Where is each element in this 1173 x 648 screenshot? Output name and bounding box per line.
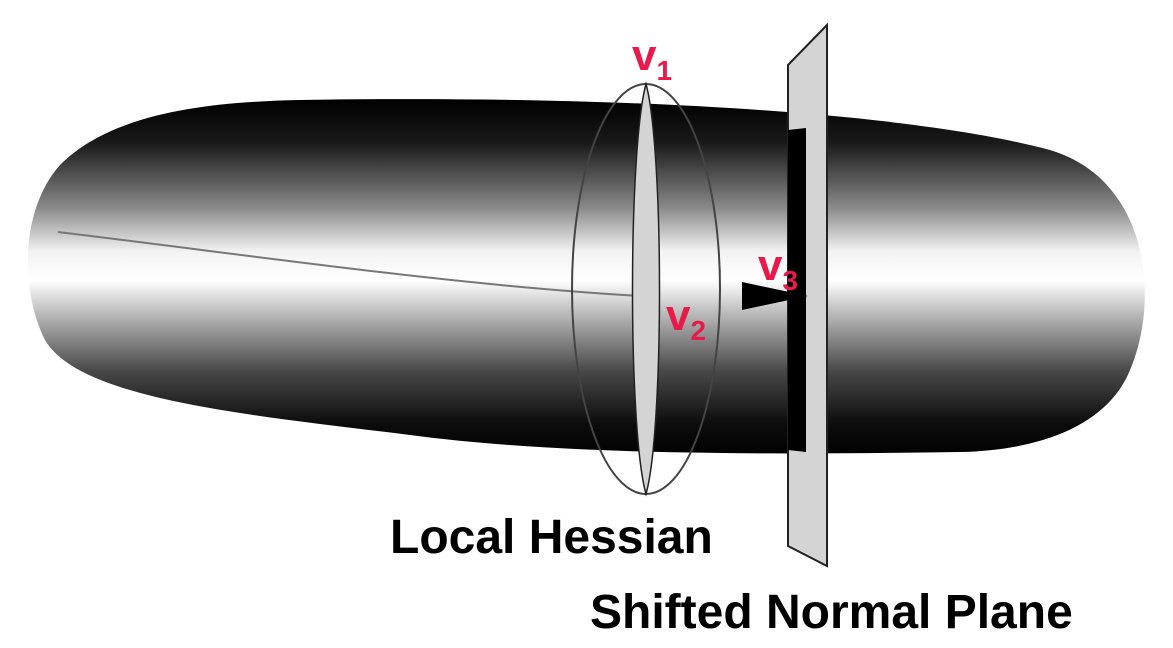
hessian-plane xyxy=(631,81,661,497)
v3-arrow-icon xyxy=(742,282,808,310)
v1-label: v1 xyxy=(632,31,672,86)
v2-label: v2 xyxy=(666,291,706,346)
v3-label: v3 xyxy=(758,241,798,296)
vessel-tube xyxy=(27,99,1145,454)
plane-intersection-band xyxy=(788,128,806,452)
caption-local-hessian: Local Hessian xyxy=(390,511,713,564)
centerline xyxy=(57,231,641,297)
caption-shifted-normal-plane: Shifted Normal Plane xyxy=(590,586,1073,639)
